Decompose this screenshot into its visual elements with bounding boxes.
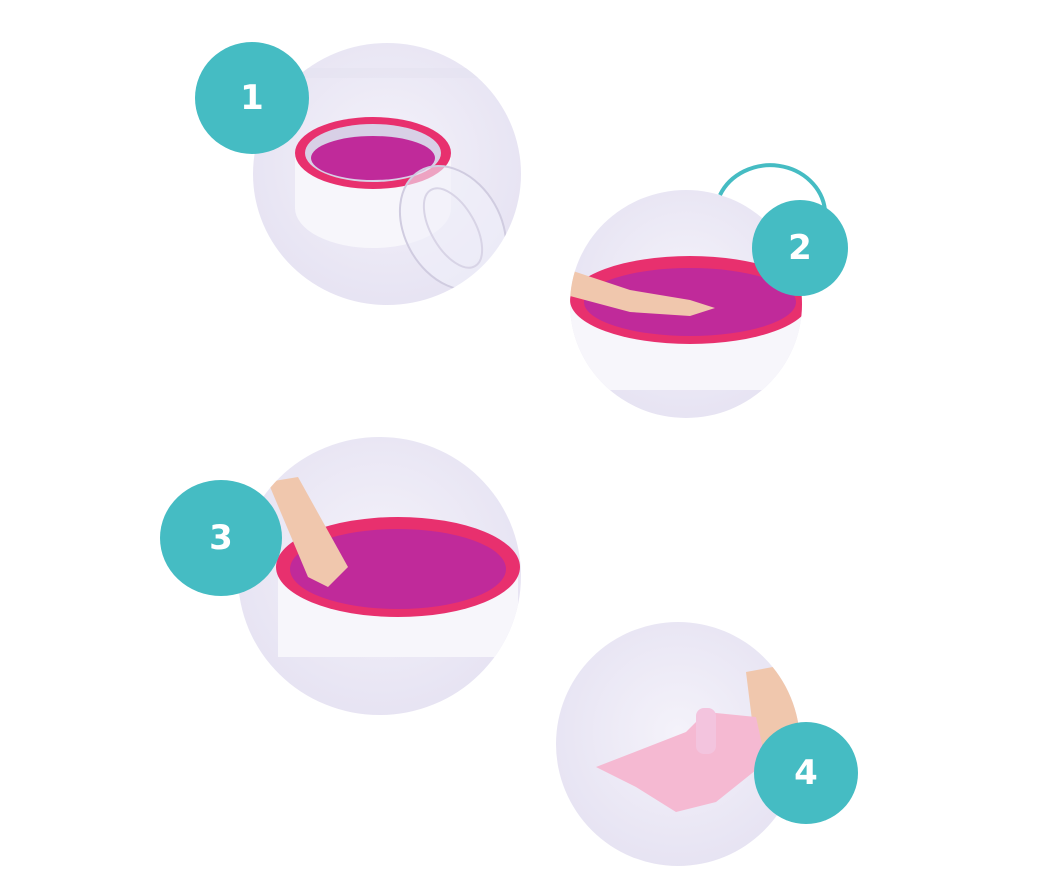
step-2-photo [570, 190, 802, 418]
step-3-photo [238, 437, 521, 715]
step-2-arc-decoration [718, 163, 827, 211]
wax-bath-with-lid-illustration [295, 117, 508, 291]
step-4-number: 4 [794, 753, 818, 793]
step-3-number: 3 [209, 518, 233, 558]
hand-over-wax-illustration [570, 256, 802, 390]
step-1-photo [253, 43, 521, 305]
step-3-badge: 3 [160, 480, 282, 596]
step-2-badge: 2 [752, 200, 848, 296]
step-1-badge: 1 [195, 42, 309, 154]
hand-dipping-wax-illustration [268, 477, 520, 657]
step-4-badge: 4 [754, 722, 858, 824]
step-2-number: 2 [788, 228, 812, 268]
step-1-number: 1 [240, 78, 264, 118]
